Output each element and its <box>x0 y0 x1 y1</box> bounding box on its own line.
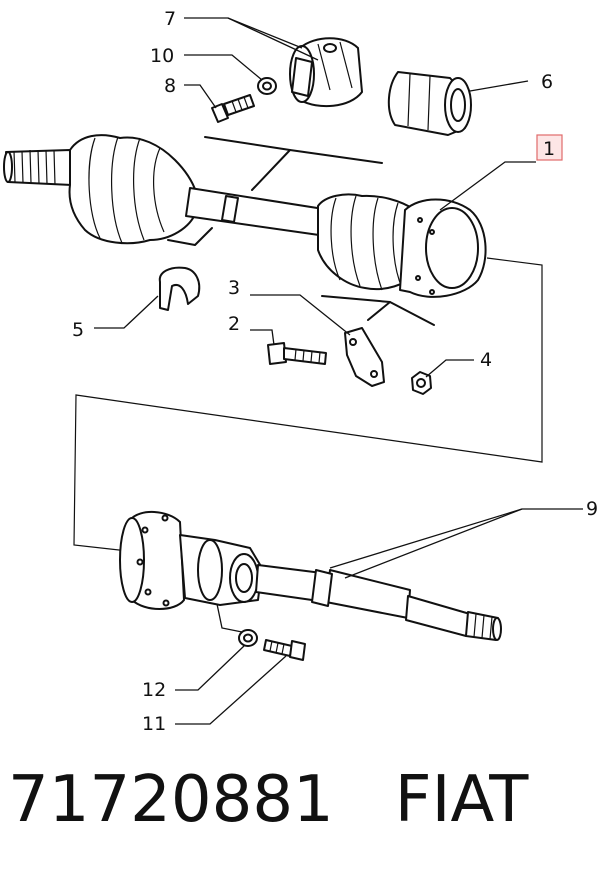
callout-8: 8 <box>164 75 176 97</box>
callout-2: 2 <box>228 313 240 335</box>
callout-9: 9 <box>586 498 598 520</box>
callout-11: 11 <box>142 713 166 735</box>
upper-break-lines <box>167 136 435 326</box>
connection-frame <box>73 257 543 552</box>
part-12-washer <box>238 629 258 647</box>
callout-1: 1 <box>543 138 555 160</box>
part-4-nut <box>411 371 432 395</box>
part-caption: 71720881 FIAT <box>8 760 598 840</box>
part-7-clamp <box>289 37 363 108</box>
callout-4: 4 <box>480 349 492 371</box>
part-5-bracket <box>158 266 201 311</box>
part-3-plate <box>344 327 385 387</box>
part-8-bolt <box>211 94 255 123</box>
callout-6: 6 <box>541 71 553 93</box>
part-10-washer <box>257 77 277 95</box>
lower-intermediate-shaft <box>119 511 502 641</box>
callout-10: 10 <box>150 45 174 67</box>
callout-1-highlight <box>536 134 563 161</box>
part-6-bushing <box>387 71 472 136</box>
brand-name: FIAT <box>394 763 529 837</box>
callout-7: 7 <box>164 8 176 30</box>
callout-labels: 7 10 8 6 1 3 5 2 4 9 12 11 <box>72 8 598 735</box>
part-11-bolt <box>263 639 306 661</box>
callout-12: 12 <box>142 679 166 701</box>
callout-5: 5 <box>72 319 84 341</box>
part-number: 71720881 <box>8 763 334 837</box>
upper-driveshaft <box>3 134 487 298</box>
part-2-bolt <box>267 342 327 365</box>
leader-lines <box>94 17 583 725</box>
caption-gap <box>334 763 395 837</box>
callout-3: 3 <box>228 277 240 299</box>
